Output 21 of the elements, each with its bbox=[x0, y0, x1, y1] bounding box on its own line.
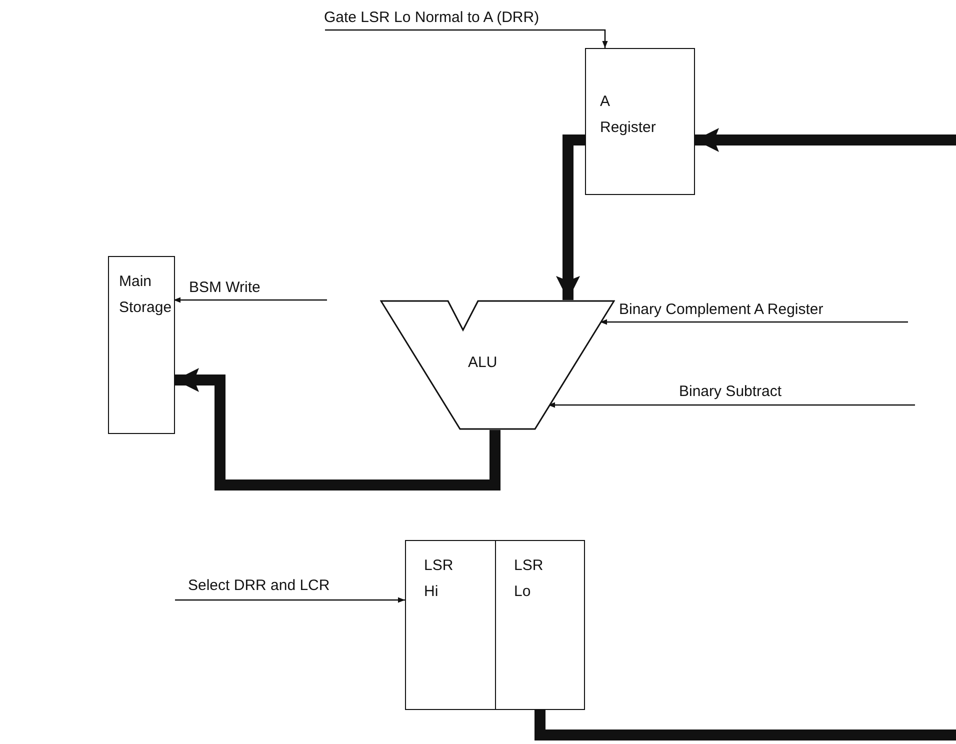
signal-arrow bbox=[325, 29, 608, 48]
signal-arrow bbox=[174, 297, 327, 303]
signal-arrow bbox=[548, 402, 915, 408]
register-box bbox=[585, 48, 695, 195]
unit-label: ALU bbox=[468, 353, 498, 373]
signal-arrow bbox=[600, 319, 908, 325]
bus-arrow bbox=[175, 368, 500, 490]
register-name: LSR Hi bbox=[424, 556, 454, 602]
register-name: Main Storage bbox=[119, 272, 171, 318]
edge-label: Gate LSR Lo Normal to A (DRR) bbox=[323, 8, 540, 28]
register-name: LSR Lo bbox=[514, 556, 544, 602]
signal-arrow bbox=[175, 597, 405, 603]
bus-arrow bbox=[695, 128, 956, 152]
edge-label: Binary Subtract bbox=[678, 382, 783, 402]
register-box bbox=[495, 540, 585, 710]
register-name: A Register bbox=[600, 92, 657, 138]
register-box bbox=[405, 540, 496, 710]
bus-arrow bbox=[556, 134, 585, 300]
register-box bbox=[108, 256, 175, 434]
edge-label: Binary Complement A Register bbox=[618, 300, 824, 320]
alu-trapezoid bbox=[380, 300, 615, 430]
